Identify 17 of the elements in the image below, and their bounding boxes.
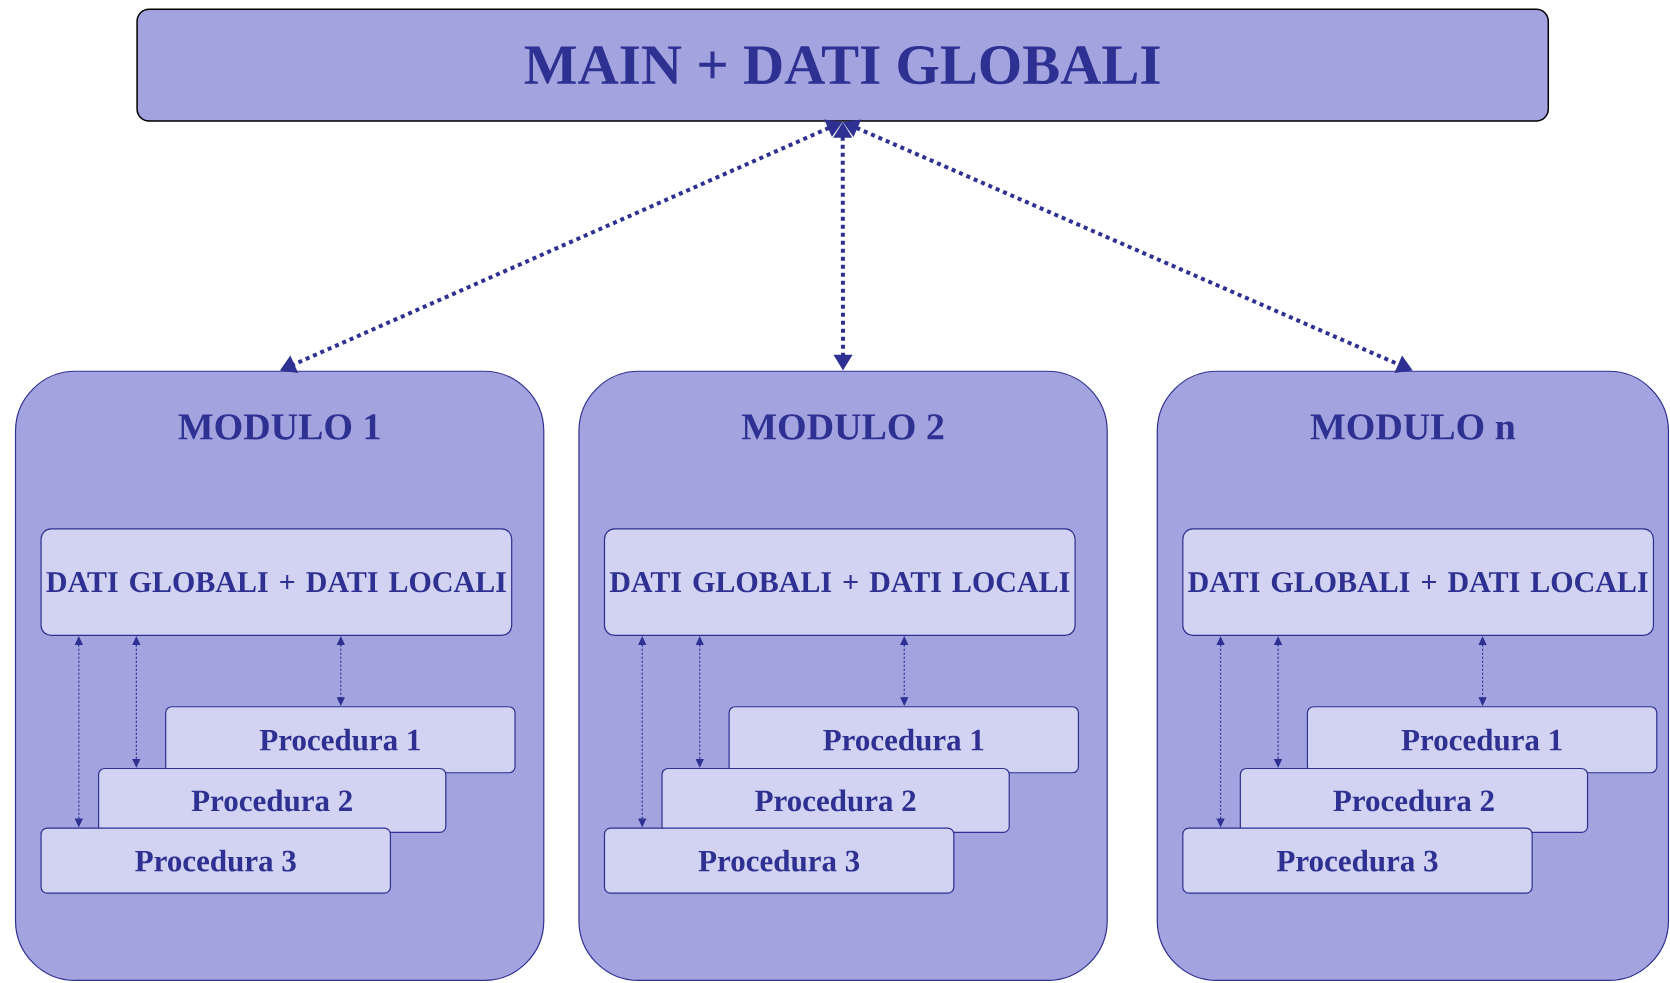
arrow xyxy=(132,636,141,768)
data-box: DATI GLOBALI + DATI LOCALI xyxy=(1182,528,1655,636)
arrow xyxy=(695,636,704,768)
data-box: DATI GLOBALI + DATI LOCALI xyxy=(603,528,1076,636)
data-box: DATI GLOBALI + DATI LOCALI xyxy=(40,528,513,636)
procedure-box: Procedura 1 xyxy=(1306,706,1658,774)
procedure-box: Procedura 3 xyxy=(603,827,955,894)
procedure-box: Procedura 2 xyxy=(98,767,447,833)
procedure-box: Procedura 3 xyxy=(1182,827,1533,894)
procedure-box: Procedura 2 xyxy=(1239,767,1589,833)
procedure-box: Procedura 1 xyxy=(165,706,516,774)
procedure-box: Procedura 2 xyxy=(661,767,1010,833)
node-label: Procedura 1 xyxy=(1401,728,1562,751)
main-box: MAIN + DATI GLOBALI xyxy=(136,8,1550,122)
arrow xyxy=(1273,636,1283,768)
procedure-box: Procedura 1 xyxy=(728,706,1080,774)
procedure-box: Procedura 3 xyxy=(40,827,392,894)
